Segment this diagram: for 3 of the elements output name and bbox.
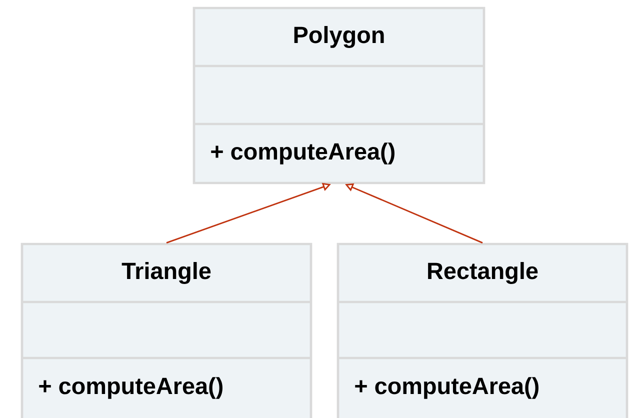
class-box: Polygon + computeArea() [192,6,486,184]
class-box: Rectangle + computeArea() [336,242,628,418]
class-box: Triangle + computeArea() [20,242,312,418]
